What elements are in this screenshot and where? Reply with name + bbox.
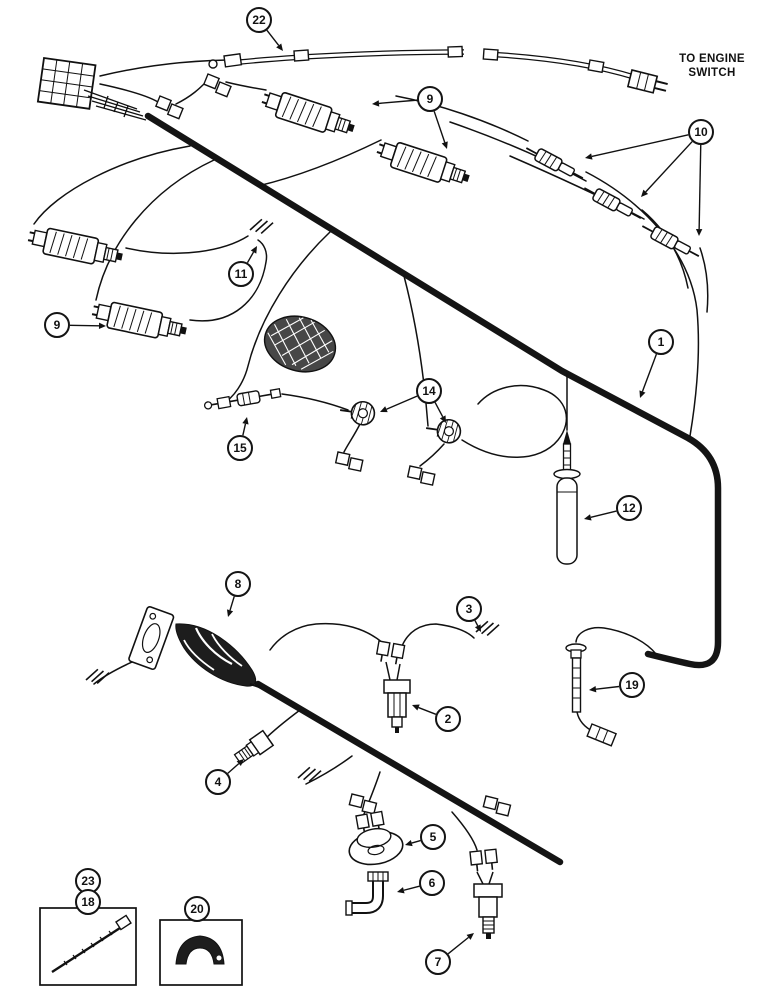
engine-switch-label: TO ENGINE SWITCH	[679, 53, 745, 79]
solenoid-icon	[88, 297, 190, 345]
main-harness-cable	[144, 112, 722, 866]
callout-leader-lines	[69, 29, 703, 955]
callout-6: 6	[419, 870, 445, 896]
square-connector-icon	[334, 451, 365, 472]
solenoid-icon	[24, 223, 126, 271]
engine-switch-connector	[626, 69, 668, 94]
bullet-connector-icon	[638, 219, 703, 263]
callout-9a: 9	[417, 86, 443, 112]
square-connector-icon	[154, 95, 185, 120]
callout-9b: 9	[44, 312, 70, 338]
square-connector-icon	[202, 73, 233, 98]
bullet-connector-icon	[522, 141, 587, 185]
main-connector-block	[36, 56, 147, 121]
callout-3: 3	[456, 596, 482, 622]
mesh-screen	[263, 315, 337, 373]
square-connector-icon	[347, 793, 378, 815]
square-connector-icon	[481, 795, 512, 817]
callout-22: 22	[246, 7, 272, 33]
temperature-probe-item12	[553, 430, 581, 565]
sensor-item4	[233, 729, 275, 765]
callout-8: 8	[225, 571, 251, 597]
callout-18: 18	[75, 889, 101, 915]
solenoid-icon	[257, 85, 359, 142]
switch-item2	[374, 640, 411, 733]
pressure-switch-item5	[348, 810, 404, 866]
callout-12: 12	[616, 495, 642, 521]
callout-7: 7	[425, 949, 451, 975]
ground-symbol	[85, 664, 110, 689]
callout-4: 4	[205, 769, 231, 795]
ground-symbol	[249, 214, 274, 239]
cable-tie-box	[39, 907, 137, 986]
sender-item19	[565, 643, 618, 747]
clamp-box	[159, 919, 243, 986]
elbow-fitting-item6	[345, 871, 389, 916]
engine-switch-cable	[208, 45, 668, 94]
callout-2: 2	[435, 706, 461, 732]
bulkhead-connector-item8	[128, 606, 263, 689]
round-plug-icon	[337, 397, 377, 428]
callout-10: 10	[688, 119, 714, 145]
callout-19: 19	[619, 672, 645, 698]
inline-connector-item15	[203, 388, 282, 410]
callout-5: 5	[420, 824, 446, 850]
callout-15: 15	[227, 435, 253, 461]
solenoid-icon	[372, 135, 474, 192]
callout-11: 11	[228, 261, 254, 287]
square-connector-icon	[406, 465, 437, 486]
callout-20: 20	[184, 896, 210, 922]
callout-14: 14	[416, 378, 442, 404]
switch-item7	[469, 848, 503, 939]
callout-1: 1	[648, 329, 674, 355]
